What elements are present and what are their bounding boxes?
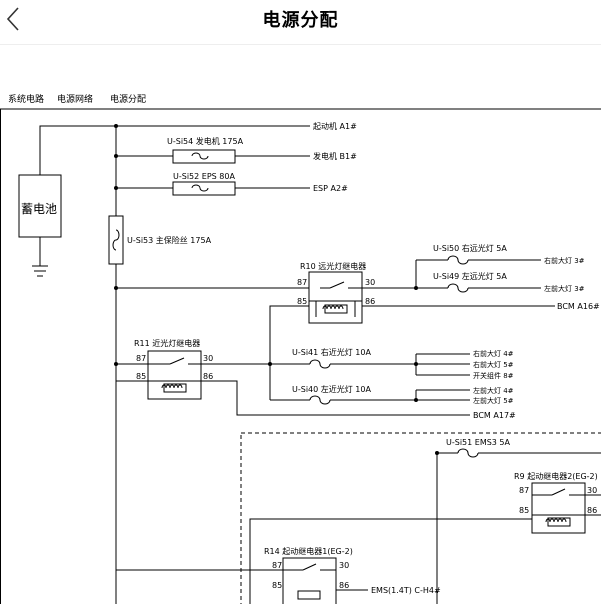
- fuse-label: U-Si49 左远光灯 5A: [433, 271, 507, 281]
- battery-label: 蓄电池: [21, 202, 57, 216]
- pin-label: 30: [365, 278, 375, 287]
- fuse-si52: [172, 181, 236, 196]
- pin-label: 85: [136, 372, 146, 381]
- output-label: 左前大灯 4#: [473, 386, 514, 395]
- fuse-si54: [172, 149, 236, 164]
- output-label: 发电机 B1#: [313, 151, 357, 161]
- output-label: 开关组件 8#: [473, 371, 514, 380]
- fuse-label: U-Si53 主保险丝 175A: [127, 235, 212, 245]
- pin-label: 30: [203, 354, 213, 363]
- pin-label: 87: [136, 354, 146, 363]
- pin-label: 87: [519, 486, 529, 495]
- output-label: 左前大灯 3#: [544, 284, 585, 293]
- output-label: BCM A17#: [473, 411, 516, 420]
- relay-r9: [531, 482, 586, 534]
- output-label: BCM A16#: [557, 302, 600, 311]
- fuse-label: U-Si52 EPS 80A: [173, 172, 235, 181]
- pin-label: 87: [297, 278, 307, 287]
- relay-label: R11 近光灯继电器: [134, 338, 200, 348]
- header-bar: 电源分配: [0, 0, 601, 44]
- fuse-label: U-Si51 EMS3 5A: [446, 438, 511, 447]
- output-label: EMS(1.4T) C-H4#: [371, 586, 441, 595]
- header-divider: [0, 44, 601, 45]
- fuse-si53: [108, 215, 124, 265]
- page-title: 电源分配: [262, 10, 339, 31]
- output-label: 右前大灯 3#: [544, 256, 585, 265]
- fuse-label: U-Si50 右远光灯 5A: [433, 243, 507, 253]
- pin-label: 30: [587, 486, 597, 495]
- relay-r14: [282, 557, 337, 608]
- pin-label: 85: [519, 506, 529, 515]
- output-label: 右前大灯 4#: [473, 349, 514, 358]
- junction-dots: [114, 124, 439, 455]
- fuse-label: U-Si40 左近光灯 10A: [292, 384, 371, 394]
- output-label: 起动机 A1#: [313, 121, 357, 131]
- wire-starter: [39, 125, 310, 175]
- pin-label: 86: [587, 506, 597, 515]
- relay-label: R14 起动继电器1(EG-2): [264, 546, 353, 556]
- chevron-left-icon: [6, 7, 19, 31]
- pin-label: 85: [297, 297, 307, 306]
- pin-label: 86: [339, 581, 349, 590]
- relay-r11: [147, 350, 202, 400]
- fuse-label: U-Si54 发电机 175A: [167, 136, 244, 146]
- breadcrumb-item[interactable]: 电源分配: [110, 93, 146, 105]
- pin-label: 87: [272, 561, 282, 570]
- engine-region: [240, 432, 601, 608]
- output-label: 右前大灯 5#: [473, 360, 514, 369]
- breadcrumb: 系统电路 电源网络 电源分配: [8, 93, 146, 105]
- relay-r10: [308, 271, 363, 324]
- pin-label: 86: [365, 297, 375, 306]
- pin-label: 30: [339, 561, 349, 570]
- output-label: ESP A2#: [313, 184, 348, 193]
- relay-label: R9 起动继电器2(EG-2): [514, 471, 598, 481]
- output-label: 左前大灯 5#: [473, 396, 514, 405]
- breadcrumb-item[interactable]: 电源网络: [57, 93, 93, 105]
- fuse-label: U-Si41 右近光灯 10A: [292, 347, 371, 357]
- breadcrumb-item[interactable]: 系统电路: [8, 93, 44, 105]
- relay-label: R10 远光灯继电器: [300, 261, 366, 271]
- back-button[interactable]: [2, 4, 28, 32]
- pin-label: 85: [272, 581, 282, 590]
- circuit-diagram[interactable]: 系统电路 电源网络 电源分配: [0, 88, 601, 608]
- pin-label: 86: [203, 372, 213, 381]
